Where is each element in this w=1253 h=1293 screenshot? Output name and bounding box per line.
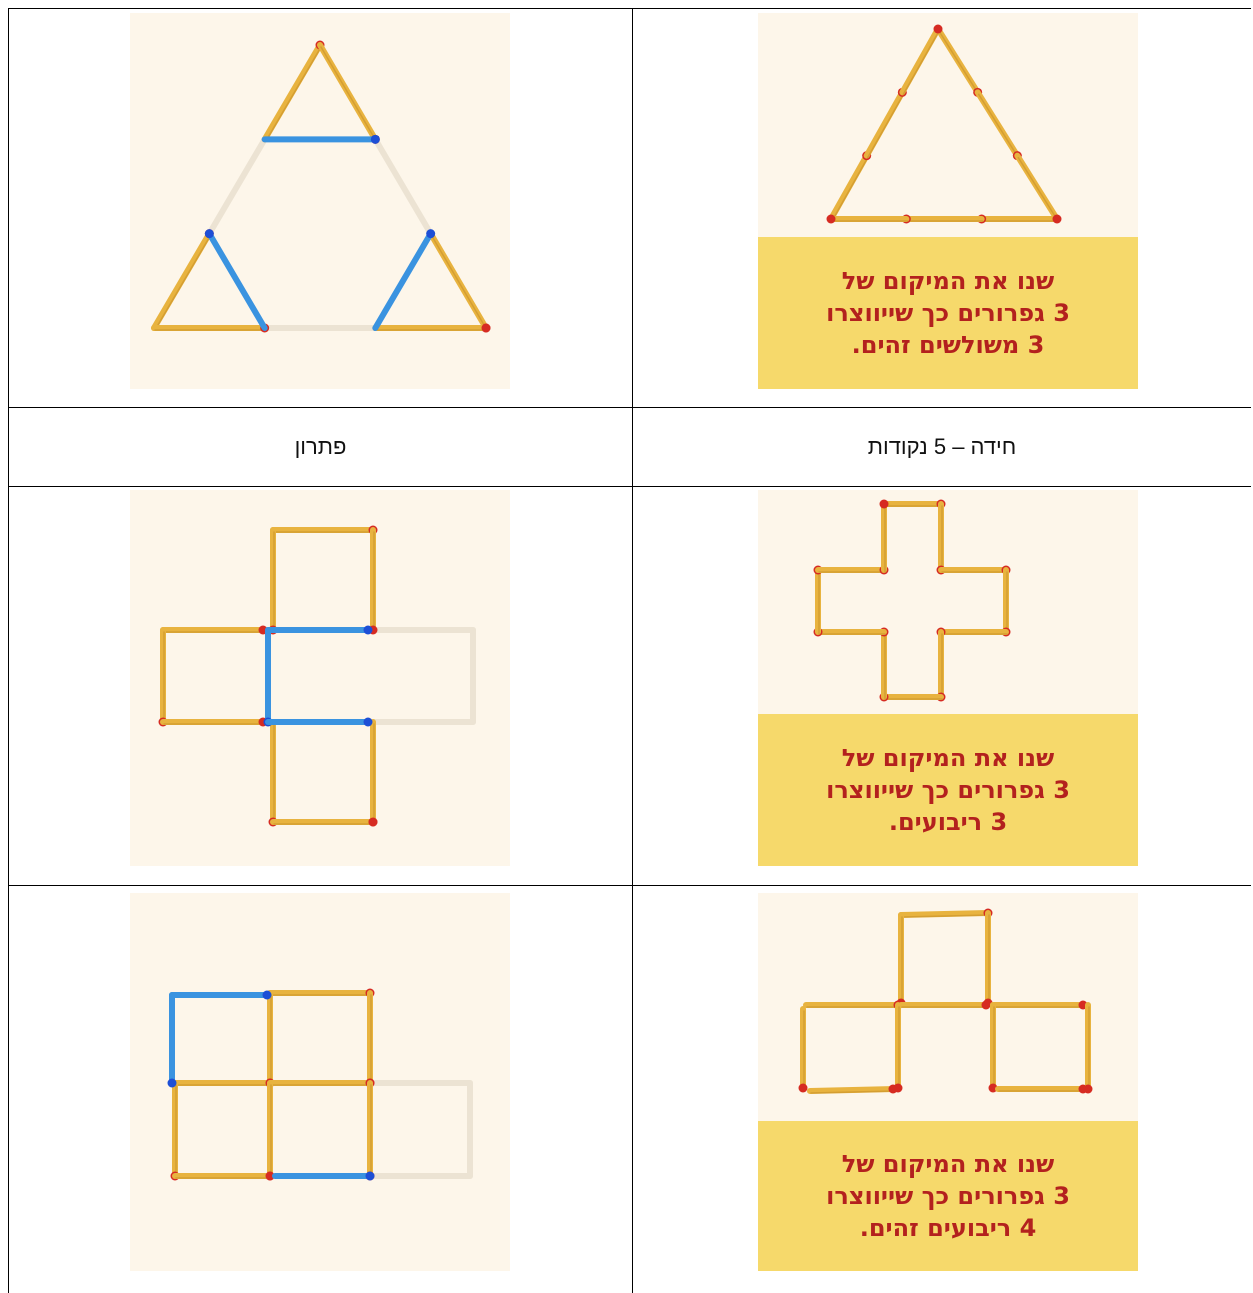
solution-header-text: פתרון [295,434,347,460]
riddle-triangle-caption-text: שנו את המיקום של 3 גפרורים כך שייווצרו 3… [826,265,1070,361]
riddle-squares-caption: שנו את המיקום של 3 גפרורים כך שייווצרו 4… [758,1121,1138,1271]
solution-header: פתרון [9,408,632,486]
riddle-cross-caption-text: שנו את המיקום של 3 גפרורים כך שייווצרו 3… [826,742,1070,838]
riddle-cross-caption: שנו את המיקום של 3 גפרורים כך שייווצרו 3… [758,714,1138,866]
riddle-squares-image: שנו את המיקום של 3 גפרורים כך שייווצרו 4… [758,893,1138,1271]
solution-cross-image [130,490,510,866]
solution-squares-image [130,893,510,1271]
riddle-squares-caption-text: שנו את המיקום של 3 גפרורים כך שייווצרו 4… [826,1148,1070,1244]
panel-background [130,490,510,866]
riddle-triangle-image: שנו את המיקום של 3 גפרורים כך שייווצרו 3… [758,13,1138,389]
riddle-triangle-caption: שנו את המיקום של 3 גפרורים כך שייווצרו 3… [758,237,1138,389]
solution-triangle-image [130,13,510,389]
riddle-header: חידה – 5 נקודות [633,408,1251,486]
riddle-header-text: חידה – 5 נקודות [868,434,1016,460]
riddle-cross-image: שנו את המיקום של 3 גפרורים כך שייווצרו 3… [758,490,1138,866]
panel-background [130,13,510,389]
